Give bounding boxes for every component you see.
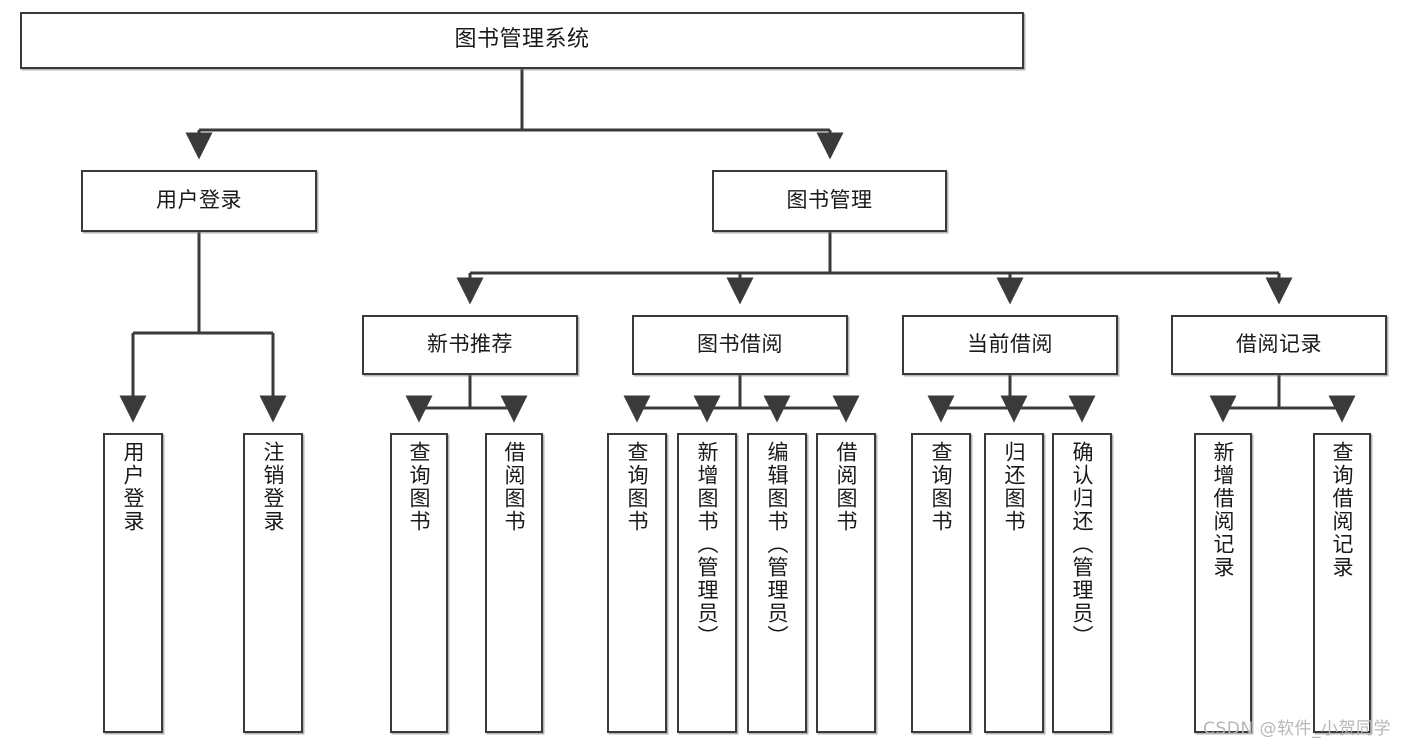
node-label: 当前借阅 <box>967 332 1053 357</box>
node-label: 新增图书（管理员） <box>695 441 720 648</box>
node-label: 确认归还（管理员） <box>1070 441 1095 648</box>
node-leaf-query-book-1[interactable]: 查询图书 <box>390 433 448 733</box>
node-leaf-query-book-2[interactable]: 查询图书 <box>607 433 667 733</box>
node-borrow-record[interactable]: 借阅记录 <box>1171 315 1387 375</box>
node-label: 查询图书 <box>929 441 954 533</box>
node-label: 图书管理 <box>786 188 873 213</box>
node-leaf-logout[interactable]: 注销登录 <box>243 433 303 733</box>
node-root-system[interactable]: 图书管理系统 <box>20 12 1024 69</box>
node-label: 用户登录 <box>156 188 242 213</box>
node-leaf-add-book[interactable]: 新增图书（管理员） <box>677 433 737 733</box>
node-leaf-edit-book[interactable]: 编辑图书（管理员） <box>747 433 807 733</box>
node-leaf-borrow-book-2[interactable]: 借阅图书 <box>816 433 876 733</box>
node-label: 编辑图书（管理员） <box>765 441 790 648</box>
node-label: 新书推荐 <box>427 332 513 357</box>
node-label: 借阅图书 <box>502 441 527 533</box>
node-leaf-user-login[interactable]: 用户登录 <box>103 433 163 733</box>
node-label: 归还图书 <box>1002 441 1027 533</box>
node-label: 借阅记录 <box>1236 332 1322 357</box>
node-new-book-rec[interactable]: 新书推荐 <box>362 315 578 375</box>
node-label: 查询借阅记录 <box>1330 441 1355 579</box>
node-current-borrow[interactable]: 当前借阅 <box>902 315 1118 375</box>
node-leaf-confirm-return[interactable]: 确认归还（管理员） <box>1052 433 1112 733</box>
node-label: 查询图书 <box>625 441 650 533</box>
node-leaf-query-book-3[interactable]: 查询图书 <box>911 433 971 733</box>
node-label: 图书借阅 <box>697 332 783 357</box>
csdn-watermark: CSDN @软件_小贺同学 <box>1203 719 1391 739</box>
node-label: 注销登录 <box>261 441 286 533</box>
node-book-manage[interactable]: 图书管理 <box>712 170 947 232</box>
node-label: 查询图书 <box>407 441 432 533</box>
node-leaf-query-record[interactable]: 查询借阅记录 <box>1313 433 1371 733</box>
node-book-borrow[interactable]: 图书借阅 <box>632 315 848 375</box>
node-leaf-add-record[interactable]: 新增借阅记录 <box>1194 433 1252 733</box>
node-label: 用户登录 <box>121 441 146 533</box>
node-leaf-borrow-book-1[interactable]: 借阅图书 <box>485 433 543 733</box>
node-label: 图书管理系统 <box>454 27 590 53</box>
node-user-login[interactable]: 用户登录 <box>81 170 317 232</box>
node-label: 借阅图书 <box>834 441 859 533</box>
node-leaf-return-book[interactable]: 归还图书 <box>984 433 1044 733</box>
node-label: 新增借阅记录 <box>1211 441 1236 579</box>
